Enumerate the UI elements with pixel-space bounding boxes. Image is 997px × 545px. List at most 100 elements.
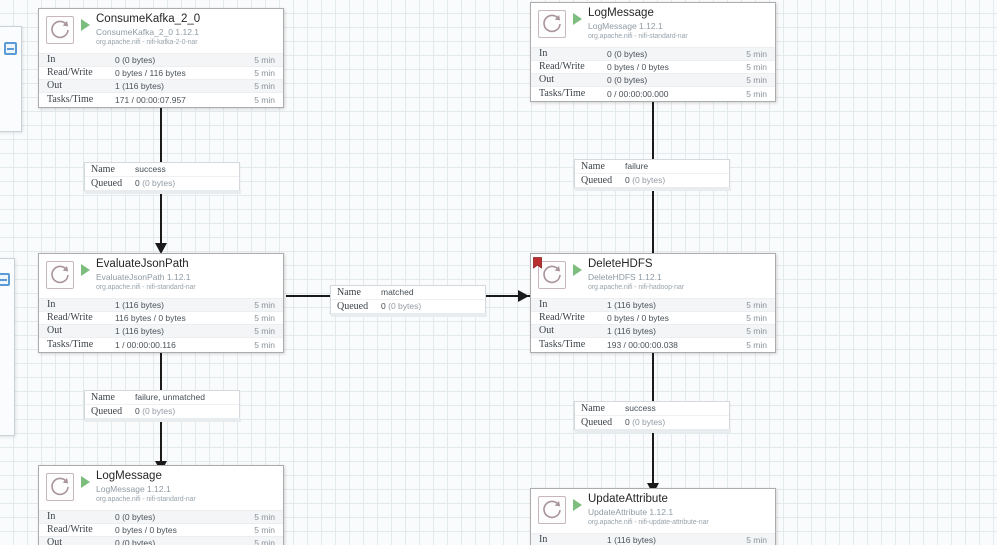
connection-name-value: matched: [381, 287, 414, 297]
processor-stat-row: In 1 (116 bytes) 5 min: [531, 533, 775, 545]
connection-name-row: Name matched: [331, 286, 485, 299]
connection-name-value: failure, unmatched: [135, 392, 205, 402]
processor-stat-row: In 0 (0 bytes) 5 min: [39, 53, 283, 66]
clipped-panel-mid-left[interactable]: [0, 258, 15, 436]
stat-time: 5 min: [254, 68, 275, 78]
processor-header: EvaluateJsonPath EvaluateJsonPath 1.12.1…: [39, 254, 283, 298]
processor-bundle: org.apache.nifi - nifi-standard-nar: [96, 496, 196, 503]
connection-label-success-delete[interactable]: Name success Queued 0 (0 bytes): [574, 401, 731, 433]
connection-queued-row: Queued 0 (0 bytes): [575, 415, 729, 429]
processor-titles: DeleteHDFS DeleteHDFS 1.12.1 org.apache.…: [588, 258, 771, 293]
stat-value: 0 bytes / 0 bytes: [607, 62, 669, 72]
processor-type: UpdateAttribute 1.12.1: [588, 507, 674, 517]
stat-label: In: [539, 299, 548, 310]
processor-name: DeleteHDFS: [588, 258, 653, 270]
stat-value: 1 (116 bytes): [607, 535, 656, 545]
connection-name-key: Name: [581, 161, 605, 172]
processor-icon: [538, 10, 566, 38]
processor-log-message-bottom[interactable]: LogMessage LogMessage 1.12.1 org.apache.…: [38, 465, 284, 545]
stat-time: 5 min: [746, 313, 767, 323]
processor-log-message-top[interactable]: LogMessage LogMessage 1.12.1 org.apache.…: [530, 2, 776, 102]
processor-header: UpdateAttribute UpdateAttribute 1.12.1 o…: [531, 489, 775, 533]
processor-stat-row: In 0 (0 bytes) 5 min: [531, 47, 775, 60]
processor-icon: [538, 496, 566, 524]
connection-label-failure-unmatched[interactable]: Name failure, unmatched Queued 0 (0 byte…: [84, 390, 241, 422]
processor-stat-row: Out 1 (116 bytes) 5 min: [39, 324, 283, 337]
processor-titles: ConsumeKafka_2_0 ConsumeKafka_2_0 1.12.1…: [96, 13, 279, 48]
panel-toggle-icon[interactable]: [4, 42, 17, 55]
connection-label-success-kafka[interactable]: Name success Queued 0 (0 bytes): [84, 162, 241, 194]
processor-stat-row: Tasks/Time 0 / 00:00:00.000 5 min: [531, 86, 775, 101]
processor-stat-row: Read/Write 116 bytes / 0 bytes 5 min: [39, 311, 283, 324]
processor-delete-hdfs[interactable]: DeleteHDFS DeleteHDFS 1.12.1 org.apache.…: [530, 253, 776, 353]
stat-time: 5 min: [254, 313, 275, 323]
processor-icon: [538, 261, 566, 289]
connection-queued-row: Queued 0 (0 bytes): [85, 404, 239, 418]
connection-label-failure-delete[interactable]: Name failure Queued 0 (0 bytes): [574, 159, 731, 191]
processor-bundle: org.apache.nifi - nifi-hadoop-nar: [588, 284, 684, 291]
clipped-panel-top-left[interactable]: [0, 26, 22, 132]
processor-bundle: org.apache.nifi - nifi-standard-nar: [588, 33, 688, 40]
processor-icon: [46, 261, 74, 289]
processor-titles: EvaluateJsonPath EvaluateJsonPath 1.12.1…: [96, 258, 279, 293]
stat-value: 1 (116 bytes): [115, 326, 164, 336]
processor-stat-row: Read/Write 0 bytes / 0 bytes 5 min: [531, 311, 775, 324]
processor-titles: LogMessage LogMessage 1.12.1 org.apache.…: [588, 7, 771, 42]
stat-value: 0 bytes / 0 bytes: [607, 313, 669, 323]
stat-time: 5 min: [254, 340, 275, 350]
processor-stat-row: Out 0 (0 bytes) 5 min: [39, 536, 283, 545]
processor-update-attribute[interactable]: UpdateAttribute UpdateAttribute 1.12.1 o…: [530, 488, 776, 545]
processor-stat-row: In 1 (116 bytes) 5 min: [39, 298, 283, 311]
connection-queued-value: 0 (0 bytes): [135, 178, 176, 188]
stat-time: 5 min: [254, 326, 275, 336]
processor-bundle: org.apache.nifi - nifi-kafka-2-0-nar: [96, 39, 198, 46]
stat-value: 1 (116 bytes): [607, 326, 656, 336]
connection-name-row: Name failure: [575, 160, 729, 173]
processor-header: ConsumeKafka_2_0 ConsumeKafka_2_0 1.12.1…: [39, 9, 283, 53]
processor-bundle: org.apache.nifi - nifi-standard-nar: [96, 284, 196, 291]
connection-queued-key: Queued: [581, 417, 613, 428]
stat-value: 1 (116 bytes): [115, 300, 164, 310]
processor-type: DeleteHDFS 1.12.1: [588, 272, 662, 282]
stat-label: Tasks/Time: [47, 94, 94, 105]
bulletin-warning-icon[interactable]: [533, 256, 542, 269]
processor-stat-row: Read/Write 0 bytes / 0 bytes 5 min: [39, 523, 283, 536]
processor-consume-kafka[interactable]: ConsumeKafka_2_0 ConsumeKafka_2_0 1.12.1…: [38, 8, 284, 108]
processor-stat-row: Out 0 (0 bytes) 5 min: [531, 73, 775, 86]
stat-value: 116 bytes / 0 bytes: [115, 313, 186, 323]
processor-titles: LogMessage LogMessage 1.12.1 org.apache.…: [96, 470, 279, 505]
stat-label: Tasks/Time: [47, 339, 94, 350]
stat-time: 5 min: [254, 55, 275, 65]
connection-queued-row: Queued 0 (0 bytes): [331, 299, 485, 313]
processor-type: EvaluateJsonPath 1.12.1: [96, 272, 191, 282]
connection-arrow-kafka-evaluate: [155, 243, 167, 254]
connection-label-matched[interactable]: Name matched Queued 0 (0 bytes): [330, 285, 487, 317]
processor-evaluate-json-path[interactable]: EvaluateJsonPath EvaluateJsonPath 1.12.1…: [38, 253, 284, 353]
processor-type: LogMessage 1.12.1: [96, 484, 171, 494]
stat-time: 5 min: [254, 525, 275, 535]
processor-name: LogMessage: [588, 7, 654, 19]
connection-name-row: Name success: [85, 163, 239, 176]
connection-queued-row: Queued 0 (0 bytes): [85, 176, 239, 190]
connection-name-key: Name: [337, 287, 361, 298]
stat-value: 0 (0 bytes): [115, 512, 156, 522]
panel-toggle-icon-2[interactable]: [0, 273, 10, 286]
connection-name-key: Name: [91, 164, 115, 175]
processor-stat-row: Tasks/Time 171 / 00:00:07.957 5 min: [39, 92, 283, 107]
connection-name-value: failure: [625, 161, 649, 171]
stat-label: Tasks/Time: [539, 339, 586, 350]
connection-name-row: Name success: [575, 402, 729, 415]
stat-label: Out: [47, 537, 62, 545]
run-status-icon: [573, 499, 582, 511]
stat-label: Read/Write: [539, 312, 585, 323]
processor-stat-row: Out 1 (116 bytes) 5 min: [39, 79, 283, 92]
stat-time: 5 min: [254, 538, 275, 545]
processor-header: DeleteHDFS DeleteHDFS 1.12.1 org.apache.…: [531, 254, 775, 298]
stat-value: 0 (0 bytes): [115, 55, 156, 65]
processor-stat-row: Read/Write 0 bytes / 116 bytes 5 min: [39, 66, 283, 79]
processor-name: UpdateAttribute: [588, 493, 668, 505]
processor-stat-row: Out 1 (116 bytes) 5 min: [531, 324, 775, 337]
processor-name: EvaluateJsonPath: [96, 258, 189, 270]
stat-time: 5 min: [254, 512, 275, 522]
